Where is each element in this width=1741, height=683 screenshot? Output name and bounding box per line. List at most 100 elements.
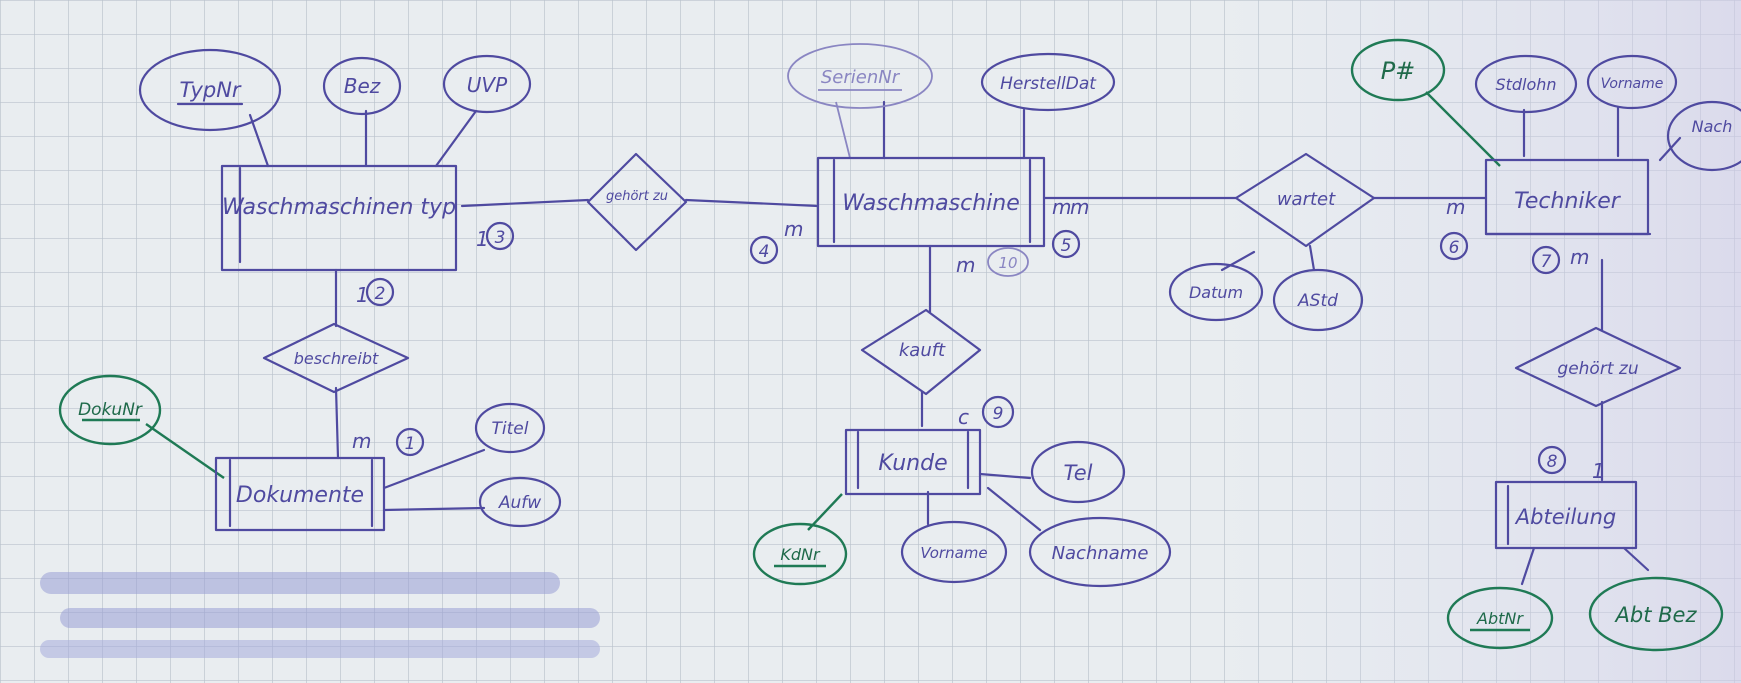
relationship-kauft: kauft — [860, 308, 982, 396]
relationship-label: wartet — [1277, 189, 1336, 210]
cardinality: c — [958, 405, 969, 429]
cardinality: m — [1570, 245, 1589, 269]
entity-waschmaschinentyp: Waschmaschinen typ — [220, 164, 458, 272]
entity-abteilung: Abteilung — [1494, 480, 1638, 550]
entity-label: Abteilung — [1514, 505, 1616, 529]
svg-text:7: 7 — [1541, 252, 1552, 272]
attribute-label: Titel — [492, 419, 529, 439]
attribute-vorname-kunde: Vorname — [900, 520, 1008, 584]
attribute-label: KdNr — [780, 545, 821, 564]
svg-text:1: 1 — [405, 434, 416, 454]
attribute-vorname-techniker: Vorname — [1586, 54, 1678, 110]
attribute-herstelldat: HerstellDat — [980, 52, 1116, 112]
entity-kunde: Kunde — [844, 428, 982, 496]
entity-label: Kunde — [878, 451, 947, 476]
step-marker-5: 5 — [1051, 229, 1081, 259]
svg-text:4: 4 — [759, 242, 770, 262]
svg-text:9: 9 — [993, 404, 1004, 424]
step-marker-3: 3 — [485, 221, 515, 251]
step-markers: 1 2 3 4 5 6 7 8 9 10 — [365, 221, 1567, 475]
entity-label: Techniker — [1514, 189, 1622, 214]
relationship-beschreibt: beschreibt — [262, 322, 410, 394]
attribute-label: UVP — [467, 73, 508, 97]
relationship-label: kauft — [899, 340, 946, 361]
attribute-label: Vorname — [1601, 76, 1664, 92]
attribute-label: Aufw — [498, 493, 541, 513]
entity-techniker: Techniker — [1484, 158, 1652, 236]
cardinality: m — [352, 429, 371, 453]
attribute-label: Tel — [1064, 461, 1093, 485]
relationship-gehoert-zu-2: gehört zu — [1514, 326, 1682, 408]
attribute-label: AStd — [1297, 291, 1338, 311]
attribute-nachname: Nachname — [1028, 516, 1172, 588]
relationship-label: gehört zu — [1557, 359, 1638, 379]
attribute-astd: AStd — [1272, 268, 1364, 332]
attribute-tel: Tel — [1030, 440, 1126, 504]
svg-text:5: 5 — [1061, 236, 1072, 256]
cardinality: m — [1052, 195, 1071, 219]
attribute-label: Nach — [1692, 117, 1733, 136]
attribute-label: Nachname — [1052, 543, 1149, 564]
step-marker-2: 2 — [365, 277, 395, 307]
relationship-label: beschreibt — [294, 349, 379, 368]
svg-text:3: 3 — [495, 228, 506, 248]
attribute-bez: Bez — [322, 56, 402, 116]
relationship-gehoert-zu-1: gehört zu — [586, 152, 688, 252]
cardinality-labels: 1 1 m m m m m 1 m m c — [352, 195, 1605, 483]
svg-text:6: 6 — [1449, 238, 1460, 258]
attribute-stdlohn: Stdlohn — [1474, 54, 1578, 114]
attribute-label: Abt Bez — [1614, 603, 1698, 627]
attribute-kdnr: KdNr — [752, 522, 848, 586]
cardinality: m — [1070, 195, 1089, 219]
attribute-typnr: TypNr — [138, 48, 282, 132]
step-marker-4: 4 — [749, 235, 779, 265]
attribute-aufw: Aufw — [478, 476, 562, 528]
cardinality: 1 — [476, 227, 489, 251]
entity-dokumente: Dokumente — [214, 456, 386, 532]
attribute-label: DokuNr — [78, 400, 143, 420]
relationship-wartet: wartet — [1234, 152, 1376, 248]
step-marker-8: 8 — [1537, 445, 1567, 475]
svg-text:8: 8 — [1547, 452, 1558, 472]
attribute-label: TypNr — [179, 78, 241, 102]
svg-text:10: 10 — [998, 254, 1017, 272]
attribute-label: Datum — [1189, 283, 1243, 302]
entity-label: Dokumente — [236, 483, 364, 508]
attribute-uvp: UVP — [442, 54, 532, 114]
attribute-label: Stdlohn — [1495, 75, 1556, 94]
attribute-dokunr: DokuNr — [58, 374, 162, 446]
step-marker-1: 1 — [395, 427, 425, 457]
step-marker-7: 7 — [1531, 245, 1561, 275]
attribute-pnr: P# — [1350, 38, 1446, 102]
entity-waschmaschine: Waschmaschine — [816, 156, 1046, 248]
attribute-titel: Titel — [474, 402, 546, 454]
redacted-area — [40, 572, 600, 658]
attribute-label: AbtNr — [1476, 609, 1524, 628]
cardinality: 1 — [1592, 459, 1605, 483]
relationship-label: gehört zu — [606, 189, 668, 204]
attribute-label: Vorname — [920, 544, 987, 562]
step-marker-6: 6 — [1439, 231, 1469, 261]
attribute-datum: Datum — [1168, 262, 1264, 322]
step-marker-9: 9 — [981, 395, 1015, 429]
attribute-label: SerienNr — [821, 67, 901, 88]
cardinality: m — [784, 217, 803, 241]
entity-label: Waschmaschinen typ — [222, 195, 456, 220]
cardinality: m — [956, 253, 975, 277]
attribute-seriennr: SerienNr — [787, 43, 933, 109]
connector-lines — [248, 100, 1682, 586]
cardinality: m — [1446, 195, 1465, 219]
entity-label: Waschmaschine — [842, 191, 1020, 216]
attribute-label: Bez — [344, 74, 381, 98]
svg-text:2: 2 — [375, 284, 386, 304]
attribute-label: P# — [1381, 57, 1416, 85]
attribute-abtbez: Abt Bez — [1588, 576, 1724, 652]
step-marker-10: 10 — [987, 247, 1029, 277]
attribute-abtnr: AbtNr — [1446, 586, 1554, 650]
attribute-nach: Nach — [1666, 100, 1741, 172]
cardinality: 1 — [356, 283, 369, 307]
attribute-label: HerstellDat — [1000, 74, 1097, 94]
key-connector-lines — [145, 91, 1501, 531]
